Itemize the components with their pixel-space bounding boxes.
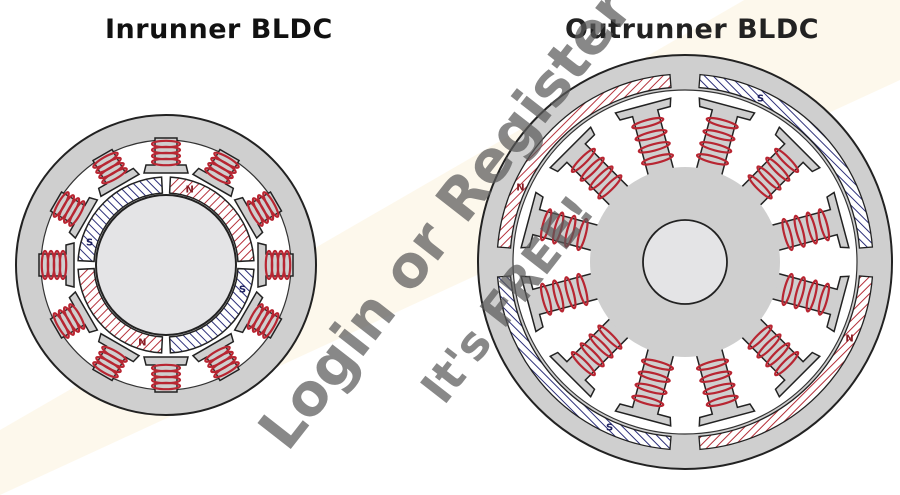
coil-turn [213,151,240,169]
coil-turn [705,116,739,130]
magnet-pole-label: S [606,423,613,434]
rotor-magnet-n [77,267,164,354]
coil-turn [282,249,292,281]
coil-turn [702,128,736,142]
coil-turn [695,153,730,166]
coil-turn [588,333,614,359]
coil-turn [774,351,800,377]
coil-turn [576,217,589,252]
outrunner-motor: N S N S [477,54,893,470]
coil-turn [564,276,577,310]
magnet-pole-label: S [86,237,93,248]
magnet-pole-label: N [138,337,146,348]
magnet-pole-label: N [845,333,853,344]
coil-turn [597,324,623,350]
shaft-bore [642,219,728,305]
coil-turn [539,282,553,316]
coil-turn [640,358,675,371]
coil-turn [774,147,800,173]
coil-turn [747,174,773,200]
coil-turn [805,279,819,313]
coil-turn [699,370,733,383]
coil-turn [597,174,623,200]
coil-turn [262,191,280,218]
coil-turn [150,139,182,149]
coil-turn [92,361,119,379]
coil-turn [702,382,736,396]
magnet-pole-label: N [185,185,193,196]
rotor-magnet-n [496,73,672,249]
rotor-magnet-s [168,267,255,354]
coil-turn [588,165,614,191]
coil-turn [793,276,806,310]
coil-turn [705,394,739,408]
coil-turn [551,279,565,313]
coil-turn [765,156,791,182]
coil-turn [576,272,589,307]
coil-turn [52,191,70,218]
coil-turn [634,382,668,396]
coil-turn [765,342,791,368]
coil-turn [631,394,665,408]
coil-turn [213,361,240,379]
coil-turn [637,370,671,383]
inrunner-motor: N S N S [15,114,317,416]
coil-turn [747,324,773,350]
coil-turn [781,217,794,252]
magnet-pole-label: S [239,285,246,296]
rotor-magnet-n [168,176,255,263]
coil-turn [551,211,565,245]
coil-turn [781,272,794,307]
coil-turn [579,156,605,182]
rotor-core [95,194,237,336]
coil-turn [631,116,665,130]
coil-turn [695,358,730,371]
rotor-magnet-s [77,176,164,263]
magnet-pole-label: S [757,93,764,104]
coil-turn [52,312,70,339]
coil-turn [262,312,280,339]
rotor-magnet-s [496,275,672,451]
coil-turn [699,141,733,154]
coil-turn [756,165,782,191]
coil-turn [817,208,831,242]
outrunner-title: Outrunner BLDC [565,14,820,45]
magnet-pole-label: N [516,183,524,194]
coil-turn [570,351,596,377]
coil-turn [756,333,782,359]
coil-turn [564,214,577,248]
coil-turn [539,208,553,242]
coil-turn [640,153,675,166]
coil-turn [817,282,831,316]
coil-turn [793,214,806,248]
coil-turn [805,211,819,245]
coil-turn [92,151,119,169]
coil-turn [570,147,596,173]
rotor-magnet-n [698,275,874,451]
coil-turn [579,342,605,368]
inrunner-title: Inrunner BLDC [105,14,333,45]
coil-turn [634,128,668,142]
rotor-magnet-s [698,73,874,249]
coil-turn [637,141,671,154]
coil-turn [40,249,50,281]
coil-turn [150,381,182,391]
